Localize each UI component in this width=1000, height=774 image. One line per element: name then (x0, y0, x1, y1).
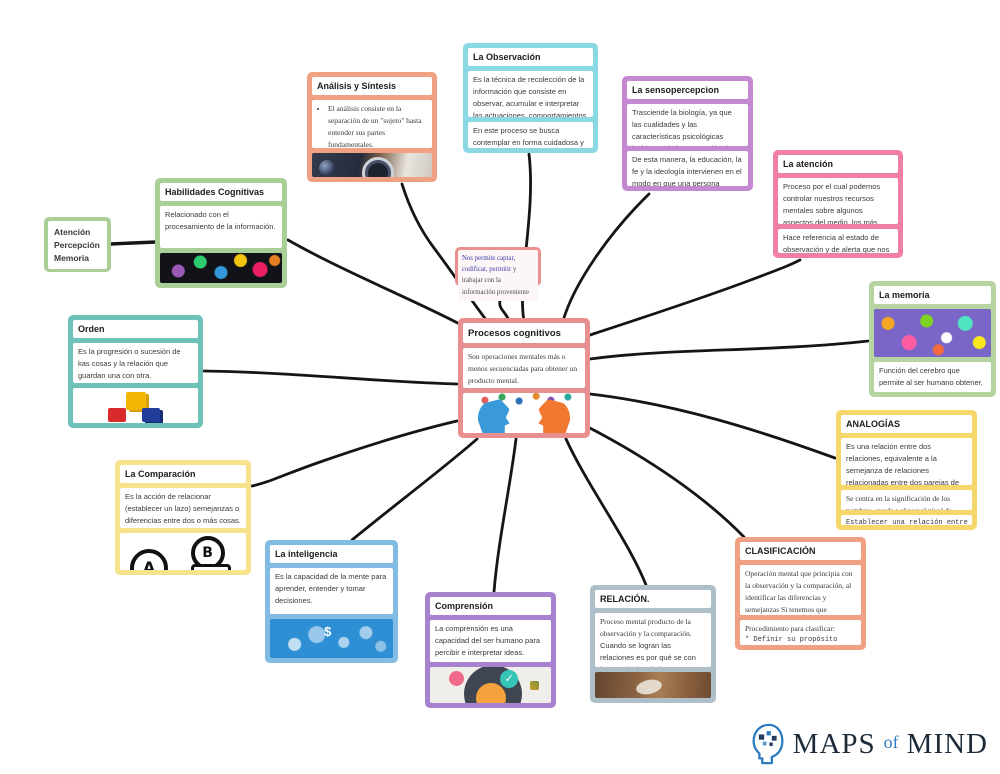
link-habilidades (286, 238, 471, 331)
brain-icon (475, 683, 506, 703)
maps-of-mind-logo: MAPS of MIND (749, 722, 988, 766)
node-title: La inteligencia (270, 545, 393, 563)
node-title: La Comparación (120, 465, 246, 483)
link-relacion (564, 437, 648, 587)
blue-head-icon (477, 399, 510, 433)
link-sensopercepcion (561, 192, 651, 323)
node-text: La comprensión es una capacidad del ser … (430, 620, 551, 662)
node-comparacion[interactable]: La Comparación Es la acción de relaciona… (115, 460, 251, 575)
node-text: En este proceso se busca contemplar en f… (468, 122, 593, 148)
link-apm (108, 240, 158, 246)
node-text: Proceso por el cual podemos controlar nu… (778, 178, 898, 224)
node-text: Operación mental que principia con la ob… (740, 565, 861, 615)
check-icon: ✓ (500, 669, 519, 688)
node-title: La Observación (468, 48, 593, 66)
logo-mind-text: MIND (906, 727, 988, 760)
node-text: El análisis consiste en la separación de… (312, 100, 432, 148)
node-procesos-cognitivos[interactable]: Procesos cognitivos Son operaciones ment… (458, 318, 590, 438)
link-orden (202, 369, 459, 386)
link-observacion (521, 152, 532, 323)
node-text: Es una relación entre dos relaciones, eq… (841, 438, 972, 485)
link-clasificacion (584, 424, 746, 539)
node-observacion[interactable]: La Observación Es la técnica de recolecc… (463, 43, 598, 153)
logo-maps-text: MAPS (792, 727, 876, 760)
node-title: La memoria (874, 286, 991, 304)
node-atencion[interactable]: La atención Proceso por el cual podemos … (773, 150, 903, 258)
node-title: Orden (73, 320, 198, 338)
node-text: Es la acción de relacionar (establecer u… (120, 488, 246, 528)
node-text: Relacionado con el procesamiento de la i… (160, 206, 282, 248)
node-analisis-sintesis[interactable]: Análisis y Síntesis El análisis consiste… (307, 72, 437, 182)
finance-icons-illustration: $ (270, 619, 393, 658)
node-text: Trasciende la biología, ya que las cuali… (627, 104, 748, 146)
node-clasificacion[interactable]: CLASIFICACIÓN Operación mental que princ… (735, 537, 866, 650)
blocks-illustration (73, 388, 198, 423)
node-memoria[interactable]: La memoria Función del cerebro que permi… (869, 281, 996, 397)
node-orden[interactable]: Orden Es la progresión o sucesión de kas… (68, 315, 203, 428)
lens-icon (319, 160, 336, 177)
link-analogias (588, 392, 837, 460)
link-memoria (588, 339, 870, 361)
node-title: La sensopercepcion (627, 81, 748, 99)
a-b-circles: A B (120, 533, 246, 570)
head-logo-icon (752, 723, 784, 765)
node-text: Se centra en la significación de los nom… (841, 490, 972, 510)
node-text: Procedimiento para clasificar: * Definir… (740, 620, 861, 645)
note-text: Nos permite captar, codificar, permitir … (458, 250, 538, 301)
node-sensopercepcion[interactable]: La sensopercepcion Trasciende la biologí… (622, 76, 753, 191)
node-text: Es la técnica de recolección de la infor… (468, 71, 593, 117)
letter-a-badge: A (130, 548, 169, 570)
node-title: Comprensión (430, 597, 551, 615)
node-text: Función del cerebro que permite al ser h… (874, 362, 991, 392)
node-atencion-percepcion-memoria[interactable]: Atención Percepción Memoria (44, 217, 111, 272)
people-check-illustration: ✓ (430, 667, 551, 703)
node-title: Procesos cognitivos (463, 323, 585, 343)
compass-photo (312, 153, 432, 177)
node-text: Es la progresión o sucesión de kas cosas… (73, 343, 198, 383)
node-title: RELACIÓN. (595, 590, 711, 608)
red-block-icon (108, 408, 126, 423)
node-comprension[interactable]: Comprensión La comprensión es una capaci… (425, 592, 556, 708)
yellow-block-icon (125, 392, 146, 411)
node-analogias[interactable]: ANALOGÍAS Es una relación entre dos rela… (836, 410, 977, 530)
link-comprension (492, 437, 518, 594)
compass-icon (362, 157, 395, 177)
blue-block-icon (141, 408, 160, 423)
cognitive-icons-illustration (160, 253, 282, 283)
chart-icon (529, 681, 539, 691)
node-inteligencia[interactable]: La inteligencia Es la capacidad de la me… (265, 540, 398, 663)
node-relacion[interactable]: RELACIÓN. Proceso mental producto de la … (590, 585, 716, 703)
node-title: CLASIFICACIÓN (740, 542, 861, 560)
brain-bubbles-illustration (874, 309, 991, 357)
hands-photo (595, 672, 711, 698)
link-comparacion (250, 419, 459, 488)
person-icon (449, 671, 465, 687)
paper-icon (634, 677, 663, 697)
dollar-icon: $ (324, 623, 332, 639)
node-title: La atención (778, 155, 898, 173)
node-text: Atención Percepción Memoria (48, 221, 107, 270)
two-heads-illustration (463, 393, 585, 433)
node-text: Hace referencia al estado de observación… (778, 229, 898, 253)
node-text: Proceso mental producto de la observació… (595, 613, 711, 667)
node-title: Análisis y Síntesis (312, 77, 432, 95)
node-habilidades-cognitivas[interactable]: Habilidades Cognitivas Relacionado con e… (155, 178, 287, 288)
node-title: ANALOGÍAS (841, 415, 972, 433)
node-text: De esta manera, la educación, la fe y la… (627, 151, 748, 186)
orange-head-icon (538, 399, 571, 433)
node-text: Es la capacidad de la mente para aprende… (270, 568, 393, 614)
node-title: Habilidades Cognitivas (160, 183, 282, 201)
link-inteligencia (350, 437, 479, 542)
logo-of-text: of (883, 731, 899, 752)
node-note[interactable]: Nos permite captar, codificar, permitir … (455, 247, 541, 301)
node-text: Son operaciones mentales más o menos sec… (463, 348, 585, 388)
letter-b-badge: B (190, 535, 231, 570)
link-atencion (588, 258, 802, 337)
node-text: Establecer una relación entre (841, 515, 972, 525)
